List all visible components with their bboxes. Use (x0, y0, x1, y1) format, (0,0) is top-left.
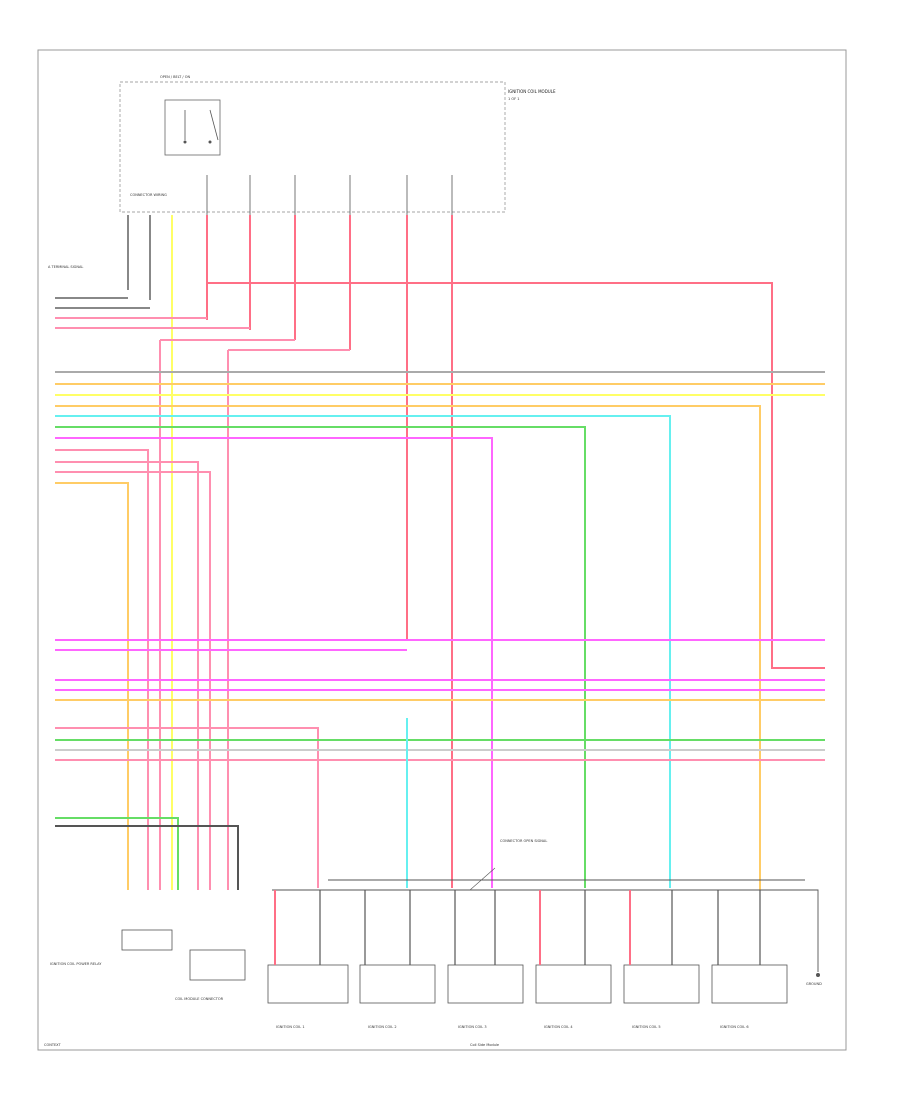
coil-callout-leader (469, 867, 496, 891)
switch-symbol (164, 99, 221, 156)
wire-band-2 (55, 639, 825, 888)
coil-module-3-label: IGNITION COIL 3 (458, 1025, 487, 1029)
coil-power-bus (272, 879, 819, 945)
bottom-mid-label: COIL MODULE CONNECTOR (175, 997, 224, 1001)
diagram-frame (37, 49, 847, 1051)
ground-label: GROUND (806, 982, 822, 986)
coil-module-6-label: IGNITION COIL 6 (720, 1025, 749, 1029)
ignition-coil-modules: IGNITION COIL 1 IGNITION COIL 2 IGNITION… (267, 890, 788, 1029)
left-callout: A TERMINAL SIGNAL (48, 265, 83, 269)
coil-module-2: IGNITION COIL 2 (359, 890, 436, 1029)
coil-module-5: IGNITION COIL 5 (623, 890, 700, 1029)
coil-module-4-label: IGNITION COIL 4 (544, 1025, 573, 1029)
footer-center: Coil Side Module (470, 1043, 499, 1047)
wire-red-top-bus (207, 282, 825, 669)
coil-module-2-label: IGNITION COIL 2 (368, 1025, 397, 1029)
wire-band-1 (55, 371, 825, 890)
vertical-wires (127, 215, 453, 890)
coil-module-4: IGNITION COIL 4 (535, 890, 612, 1029)
coil-module-3: IGNITION COIL 3 (447, 890, 524, 1029)
connector-note: CONNECTOR WIRING (130, 193, 167, 197)
coil-module-1-label: IGNITION COIL 1 (276, 1025, 305, 1029)
coil-module-5-label: IGNITION COIL 5 (632, 1025, 661, 1029)
lower-left-wires (55, 817, 239, 890)
footer-left: CONTEXT (44, 1043, 62, 1047)
top-switch-label: OPEN / BELT / ON (160, 75, 190, 79)
coil-callout: CONNECTOR OPEN SIGNAL (500, 839, 547, 843)
coil-module-6: IGNITION COIL 6 (711, 890, 788, 1029)
bottom-left-label: IGNITION COIL POWER RELAY (50, 962, 102, 966)
coil-module-1: IGNITION COIL 1 (267, 890, 349, 1029)
top-module-box (119, 81, 506, 213)
ground-symbol: GROUND (806, 945, 822, 986)
upper-left-wires (55, 297, 350, 890)
top-module-pins (206, 175, 453, 215)
top-module-note: 1 OF 1 (508, 97, 519, 101)
top-module-label: IGNITION COIL MODULE (508, 89, 556, 94)
bottom-left-connectors: IGNITION COIL POWER RELAY COIL MODULE CO… (50, 929, 246, 1001)
